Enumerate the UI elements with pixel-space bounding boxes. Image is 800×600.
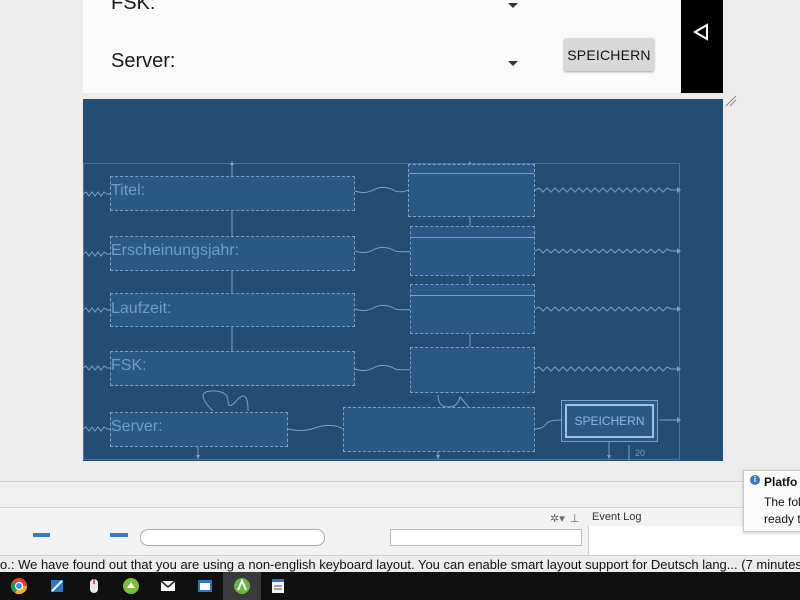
year-label-box[interactable] (110, 236, 355, 271)
server-dropdown-arrow-icon[interactable] (508, 61, 518, 66)
status-message[interactable]: o.: We have found out that you are using… (0, 557, 800, 572)
windows-taskbar (0, 572, 800, 600)
tab-indicator (110, 533, 128, 537)
app-green-icon[interactable] (121, 576, 141, 596)
resize-handle-icon[interactable] (724, 94, 738, 108)
title-label-box[interactable] (110, 176, 355, 211)
mouse-icon[interactable] (84, 576, 104, 596)
server-label-box[interactable] (110, 412, 288, 447)
hide-panel-icon[interactable]: ⊥ (570, 513, 580, 525)
triangle-back-icon[interactable] (681, 0, 723, 93)
server-label: Server: (111, 50, 176, 72)
server-blueprint-label: Server: (111, 418, 163, 435)
window-icon[interactable] (195, 576, 215, 596)
fsk-dropdown-arrow-icon[interactable] (508, 3, 518, 8)
fsk-spinner-box[interactable] (410, 347, 535, 393)
fsk-label-box[interactable] (110, 351, 355, 386)
server-spinner-box[interactable] (343, 407, 535, 452)
snipping-tool-icon[interactable] (47, 576, 67, 596)
fsk-blueprint-label: FSK: (111, 357, 147, 374)
year-label: Erscheinungsjahr: (111, 242, 240, 259)
blueprint-layout-frame (83, 163, 680, 460)
duration-input-box[interactable] (410, 284, 535, 334)
notification-body: The fol (764, 495, 800, 509)
android-nav-bar (681, 0, 723, 93)
tab-indicator (33, 533, 50, 537)
notification-title: Platfo (764, 475, 798, 489)
info-icon: i (750, 475, 760, 485)
ide-editor-strip (0, 481, 800, 508)
filter-field[interactable] (390, 529, 582, 546)
fsk-label: FSK: (111, 0, 156, 14)
blueprint-save-button[interactable]: SPEICHERN (561, 400, 658, 442)
mail-icon[interactable] (158, 576, 178, 596)
title-label: Titel: (111, 182, 146, 199)
chrome-icon[interactable] (9, 576, 29, 596)
duration-label: Laufzeit: (111, 300, 172, 317)
android-studio-icon[interactable] (232, 576, 252, 596)
blueprint-save-label: SPEICHERN (565, 404, 654, 438)
notification-body: ready t (764, 512, 800, 526)
event-log-title[interactable]: Event Log (592, 511, 642, 523)
search-input[interactable] (140, 529, 325, 546)
notification-balloon[interactable]: i Platfo The fol ready t (743, 470, 800, 532)
status-bar: o.: We have found out that you are using… (0, 555, 800, 573)
margin-value: 20 (635, 448, 646, 458)
constraint-lines (83, 161, 681, 460)
gear-icon[interactable]: ✲▾ (550, 513, 565, 525)
year-input-box[interactable] (410, 226, 535, 276)
duration-label-box[interactable] (110, 293, 355, 327)
save-button[interactable]: SPEICHERN (564, 38, 654, 71)
blueprint-view[interactable]: Titel: Erscheinungsjahr: Laufzeit: FSK: … (83, 99, 723, 461)
title-input-box[interactable] (408, 164, 535, 217)
preview-panel: FSK: Server: SPEICHERN (83, 0, 681, 93)
notepad-icon[interactable] (268, 576, 288, 596)
